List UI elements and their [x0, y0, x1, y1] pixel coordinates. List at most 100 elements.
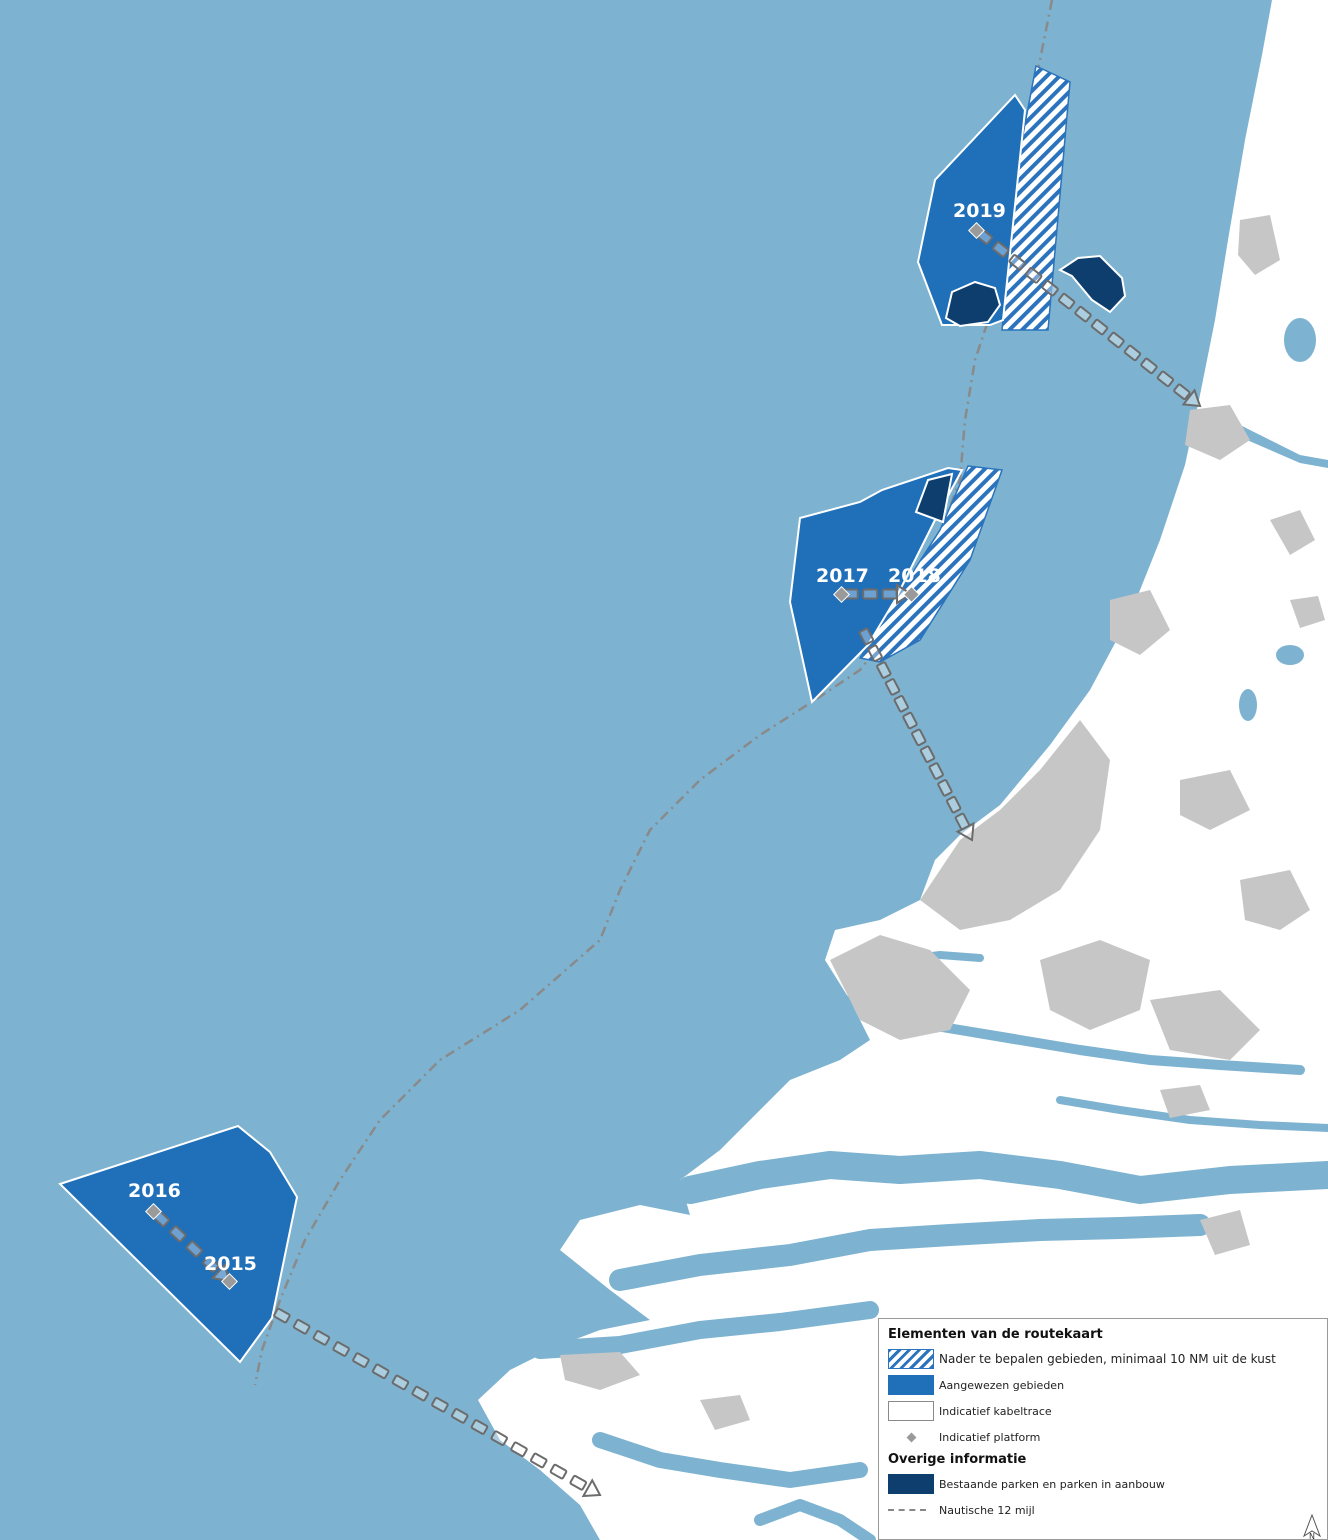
cable-segment	[1123, 344, 1142, 362]
cable-arrowhead	[955, 821, 975, 842]
cable-segment	[862, 588, 879, 600]
hatched-areas	[858, 64, 1071, 663]
cable-segment	[928, 762, 944, 780]
dashed-line	[888, 1500, 934, 1520]
cable-segment	[937, 779, 953, 797]
cable-segment	[858, 627, 875, 646]
year-labels: 2019 2017 2018 2016 2015	[128, 200, 1006, 1275]
existing-park-2	[1058, 254, 1127, 314]
cable-route-2017-2018	[842, 583, 913, 605]
cable-segment	[893, 694, 909, 713]
platform-2018	[903, 586, 920, 603]
cable-segment	[881, 588, 898, 600]
cable-segment	[431, 1396, 449, 1413]
cable-segment	[470, 1419, 489, 1435]
legend-title: Elementen van de routekaart	[888, 1327, 1103, 1342]
hatched-area-north	[1001, 64, 1071, 331]
cable-segment	[945, 795, 962, 814]
year-label-2016: 2016	[128, 1180, 181, 1202]
cable-arrowhead	[210, 1262, 231, 1283]
cable-segment	[992, 241, 1010, 258]
dark-blue-swatch	[888, 1474, 934, 1494]
cable-segment	[1107, 331, 1125, 349]
year-label-2018: 2018	[888, 565, 941, 587]
legend-item-designated: Aangewezen gebieden	[888, 1372, 1327, 1398]
cable-segment	[185, 1240, 203, 1258]
cable-routes	[152, 228, 1202, 1498]
cable-segment	[911, 728, 927, 747]
cable-arrowhead	[1181, 388, 1202, 408]
cable-segment	[1173, 383, 1191, 401]
legend-item-label: Bestaande parken en parken in aanbouw	[939, 1477, 1165, 1491]
cable-arrowhead	[581, 1478, 602, 1498]
designated-areas	[58, 93, 1027, 1364]
cable-segment	[529, 1452, 548, 1469]
hatch-swatch	[888, 1349, 934, 1369]
diamond-icon	[888, 1427, 934, 1447]
cable-segment	[202, 1255, 220, 1273]
legend-subtitle: Overige informatie	[888, 1452, 1027, 1467]
legend-item-label: Indicatief platform	[939, 1430, 1041, 1444]
legend-item-label: Nautische 12 mijl	[939, 1503, 1035, 1517]
designated-area-2015-2016	[58, 1124, 299, 1364]
built-up-areas	[560, 215, 1325, 1430]
platform-2016	[145, 1203, 162, 1220]
cable-route-2015-coast	[273, 1307, 602, 1498]
cable-route-2016-2015	[152, 1210, 231, 1283]
legend-item-label: Nader te bepalen gebieden, minimaal 10 N…	[939, 1352, 1276, 1366]
hatched-area-middle	[858, 465, 1004, 663]
cable-segment	[292, 1318, 311, 1335]
cable-segment	[884, 678, 901, 696]
cable-segment	[391, 1374, 410, 1391]
cable-segment	[312, 1330, 331, 1346]
map-legend: Elementen van de routekaart Nader te bep…	[878, 1318, 1328, 1540]
legend-item-existing-parks: Bestaande parken en parken in aanbouw	[888, 1471, 1327, 1497]
cable-segment	[549, 1463, 568, 1480]
cable-segment	[1156, 370, 1175, 388]
year-label-2015: 2015	[204, 1253, 257, 1275]
cable-segment	[919, 745, 936, 763]
cable-segment	[569, 1474, 588, 1491]
existing-parks	[914, 254, 1127, 524]
cable-segment	[450, 1408, 469, 1424]
legend-item-hatched: Nader te bepalen gebieden, minimaal 10 N…	[888, 1346, 1327, 1372]
year-label-2019: 2019	[953, 200, 1006, 222]
cable-segment	[510, 1441, 528, 1458]
platform-2015	[221, 1273, 238, 1290]
cable-segment	[867, 644, 883, 663]
legend-item-nautical: Nautische 12 mijl	[888, 1497, 1327, 1523]
cable-segment	[1090, 318, 1109, 336]
cable-route-2019	[975, 228, 1202, 408]
cable-segment	[1008, 254, 1026, 271]
cable-segment	[332, 1341, 350, 1357]
legend-item-cable: Indicatief kabeltrace	[888, 1398, 1327, 1424]
legend-item-platform: Indicatief platform	[888, 1424, 1327, 1450]
north-label: N	[1309, 1532, 1315, 1540]
existing-park-1	[944, 280, 1002, 328]
cable-segment	[876, 661, 892, 679]
cable-segment	[1041, 279, 1059, 297]
cable-route-2017-coast	[858, 627, 975, 842]
cable-segment	[371, 1363, 390, 1380]
legend-item-label: Indicatief kabeltrace	[939, 1404, 1052, 1418]
solid-blue-swatch	[888, 1375, 934, 1395]
cable-segment	[902, 711, 918, 730]
cable-segment	[411, 1385, 429, 1402]
cable-segment	[1074, 305, 1092, 323]
platform-2017	[833, 586, 850, 603]
cable-segment	[490, 1430, 508, 1446]
white-swatch	[888, 1401, 934, 1421]
year-label-2017: 2017	[816, 565, 869, 587]
legend-item-label: Aangewezen gebieden	[939, 1378, 1065, 1392]
existing-park-3	[914, 472, 954, 524]
cable-segment	[352, 1352, 370, 1368]
north-arrow-icon: N	[1303, 1514, 1321, 1540]
cable-segment	[169, 1225, 187, 1243]
mainland	[478, 0, 1328, 1540]
cable-segment	[1057, 292, 1076, 310]
platforms	[145, 222, 985, 1290]
cable-segment	[1024, 267, 1043, 284]
cable-segment	[273, 1307, 291, 1324]
